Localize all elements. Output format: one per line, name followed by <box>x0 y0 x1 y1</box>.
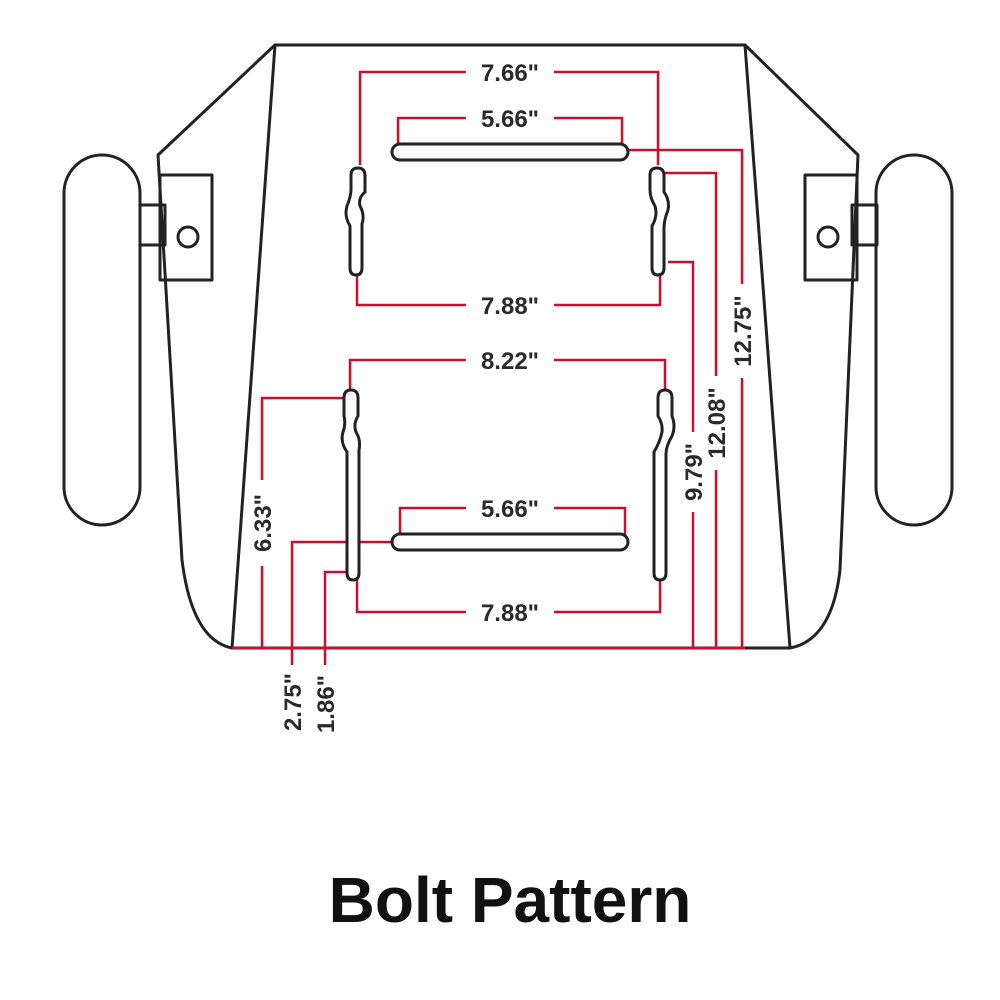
dim-line-right-height-a <box>668 260 695 648</box>
seat-pan <box>156 43 860 650</box>
label-bottom-slot-width: 5.66" <box>481 496 539 523</box>
mounting-slots <box>340 142 676 582</box>
right-armrest-bracket <box>803 173 859 282</box>
dim-line-left-offset-a <box>290 540 395 665</box>
right-armrest <box>803 153 954 527</box>
horizontal-labels: 7.66" 5.66" 7.88" 8.22" 5.66" 7.88" <box>466 58 554 627</box>
left-armrest-bracket <box>158 173 214 282</box>
dim-line-right-height-b <box>660 171 718 648</box>
right-bracket-bolt-hole <box>816 225 840 249</box>
label-top-bottom-width: 7.88" <box>481 293 539 320</box>
label-right-height-b: 12.08" <box>704 387 731 458</box>
bottom-horizontal-slot <box>390 532 630 552</box>
upper-right-vertical-slot <box>648 166 670 277</box>
left-armrest-pad <box>62 153 142 527</box>
left-bracket-bolt-hole <box>176 225 200 249</box>
top-horizontal-slot <box>390 142 630 162</box>
label-top-slot-width: 5.66" <box>481 106 539 133</box>
seat-pan-inner-right-edge <box>743 43 792 650</box>
seat-pan-inner-left-edge <box>230 43 277 650</box>
dim-line-right-height-c <box>628 148 744 648</box>
label-left-offset-a: 2.75" <box>280 673 307 731</box>
label-top-outer-width: 7.66" <box>481 60 539 87</box>
vertical-labels: 6.33" 2.75" 1.86" 9.79" 12.08" 12.75" <box>248 284 757 733</box>
dim-line-left-offset-b <box>323 570 350 665</box>
label-right-height-c: 12.75" <box>730 295 757 366</box>
label-left-offset-b: 1.86" <box>313 675 340 733</box>
left-armrest-pivot <box>138 203 167 247</box>
diagram-title: Bolt Pattern <box>329 864 692 936</box>
left-armrest <box>62 153 214 527</box>
lower-right-vertical-slot <box>652 388 676 582</box>
label-left-height: 6.33" <box>250 494 277 552</box>
upper-left-vertical-slot <box>344 166 367 277</box>
right-armrest-pivot <box>850 203 879 247</box>
right-armrest-pad <box>874 153 954 527</box>
lower-left-vertical-slot <box>340 388 362 582</box>
label-bottom-outer-width: 8.22" <box>481 348 539 375</box>
label-bottom-bottom-width: 7.88" <box>481 600 539 627</box>
